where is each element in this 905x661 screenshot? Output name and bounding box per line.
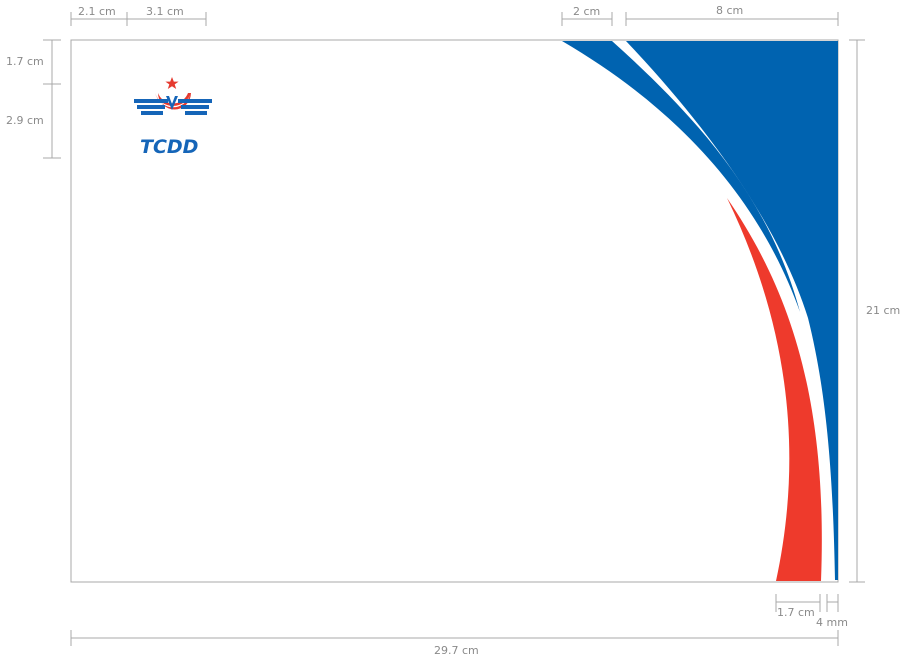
- red-swoosh-band: [727, 198, 822, 581]
- tcdd-logo: TCDD: [134, 77, 212, 158]
- svg-text:1.7 cm: 1.7 cm: [777, 606, 815, 619]
- dim-bottom-red-width: 1.7 cm: [775, 594, 821, 619]
- svg-text:8 cm: 8 cm: [716, 4, 743, 17]
- svg-text:2.9 cm: 2.9 cm: [6, 114, 44, 127]
- svg-text:2.1 cm: 2.1 cm: [78, 5, 116, 18]
- dim-left-top-margin: 1.7 cm: [6, 39, 61, 85]
- dim-left-logo-height: 2.9 cm: [6, 84, 61, 159]
- blue-swoosh-band: [626, 41, 838, 580]
- wings-icon: [134, 96, 212, 115]
- svg-text:3.1 cm: 3.1 cm: [146, 5, 184, 18]
- dim-top-logo-width: 3.1 cm: [127, 5, 207, 26]
- svg-text:29.7 cm: 29.7 cm: [434, 644, 479, 657]
- svg-text:21 cm: 21 cm: [866, 304, 900, 317]
- dim-right-height: 21 cm: [849, 39, 900, 583]
- dim-top-band-gap: 2 cm: [561, 5, 613, 26]
- svg-text:1.7 cm: 1.7 cm: [6, 55, 44, 68]
- svg-text:2 cm: 2 cm: [573, 5, 600, 18]
- dim-bottom-edge-gap: 4 mm: [816, 594, 848, 629]
- svg-text:4 mm: 4 mm: [816, 616, 848, 629]
- star-icon: [165, 77, 179, 89]
- dim-top-left-margin: 2.1 cm: [70, 5, 128, 26]
- dim-top-band-width: 8 cm: [625, 4, 839, 26]
- logo-wordmark: TCDD: [140, 136, 198, 158]
- dim-bottom-total-width: 29.7 cm: [70, 630, 839, 657]
